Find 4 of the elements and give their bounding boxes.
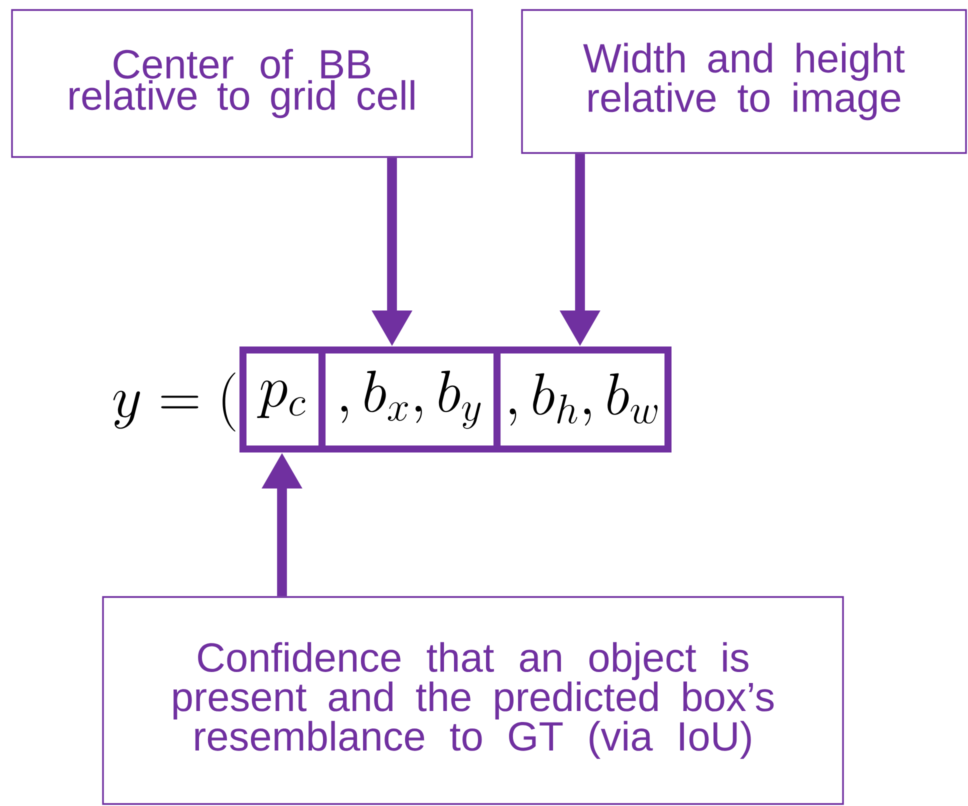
text-box: Center of BB relative to grid cell [11,9,473,158]
text-box: Width and height relative to image [521,9,967,154]
text-box: Confidence that an object is present and the predicted box’s resemblance to GT (via IoU) [102,596,844,805]
formula-box: $,b_h,b_w$ [493,346,672,453]
